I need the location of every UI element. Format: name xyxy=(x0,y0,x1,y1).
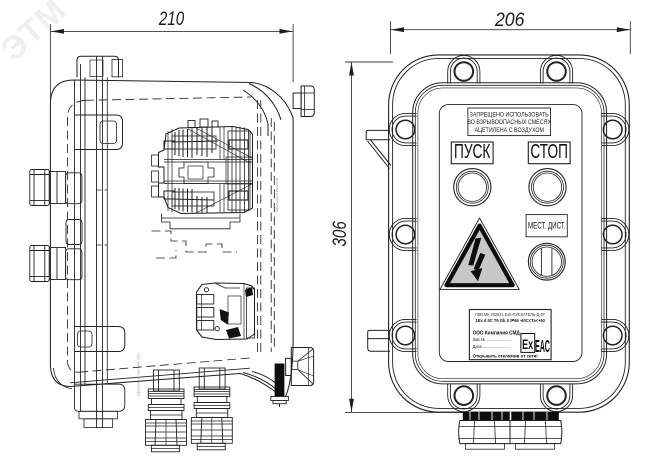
svg-text:Зав.№ ......................: Зав.№ ...................... xyxy=(473,337,511,342)
svg-text:ВО ВЗРЫВООПАСНЫХ СМЕСЯХ: ВО ВЗРЫВООПАСНЫХ СМЕСЯХ xyxy=(467,120,551,126)
svg-text:СДЕЛАНО В РОССИИ: СДЕЛАНО В РОССИИ xyxy=(275,178,279,212)
svg-text:Ex: Ex xyxy=(522,338,533,352)
svg-text:206: 206 xyxy=(494,9,525,31)
svg-text:ПКВ МК 302021 ЕхII-ПУСКАТЕЛЬ-Д: ПКВ МК 302021 ЕхII-ПУСКАТЕЛЬ-Д-5Т xyxy=(475,312,546,317)
svg-text:1Ex d IIC T6 Gb X IP66 -60: 1Ex d IIC T6 Gb X IP66 -60C<Ta<+60 xyxy=(475,318,545,323)
svg-text:Дата ........................: Дата ........................ xyxy=(473,344,510,349)
svg-text:ЗАПРЕЩЕНО ИСПОЛЬЗОВАТЬ: ЗАПРЕЩЕНО ИСПОЛЬЗОВАТЬ xyxy=(470,112,549,118)
svg-text:ПУСК: ПУСК xyxy=(454,139,490,162)
svg-text:СТОП: СТОП xyxy=(530,139,568,162)
svg-text:МЕСТ. ДИСТ.: МЕСТ. ДИСТ. xyxy=(528,220,566,231)
svg-text:306: 306 xyxy=(328,221,350,247)
svg-text:ЕАС: ЕАС xyxy=(535,336,550,356)
svg-text:АЦЕТИЛЕНА С ВОЗДУХОМ: АЦЕТИЛЕНА С ВОЗДУХОМ xyxy=(474,128,544,134)
svg-text:ООО Компания СМД: ООО Компания СМД xyxy=(473,330,521,336)
svg-text:Открывать отключив от сети!: Открывать отключив от сети! xyxy=(473,353,539,358)
svg-text:СДЕЛАНО В РОССИИ 2021: СДЕЛАНО В РОССИИ 2021 xyxy=(137,352,141,396)
svg-text:210: 210 xyxy=(158,7,185,29)
